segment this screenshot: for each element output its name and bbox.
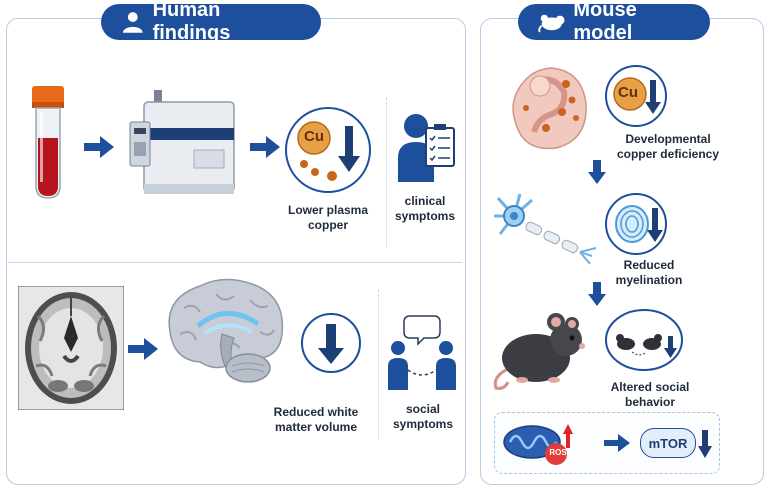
label-line: Altered social (610, 380, 690, 394)
label-line: social (405, 402, 441, 416)
arrow-right-icon (128, 338, 158, 360)
reduced-arrow-icon (301, 313, 361, 373)
arrow-right-icon (250, 136, 280, 158)
reduced-myelination-label: Reduced myelination (604, 258, 694, 288)
myelin-icon (605, 193, 667, 255)
person-icon (122, 12, 143, 33)
mouse-model-header: Mouse model (518, 0, 710, 44)
social-people-icon (388, 315, 456, 390)
label-line: Reduced white (273, 405, 359, 419)
label-line: matter volume (274, 420, 358, 434)
label-line: Developmental (625, 132, 711, 146)
label-line: copper (307, 218, 348, 232)
arrow-down-icon (698, 430, 712, 458)
label-line: behavior (624, 395, 675, 409)
panel-divider (8, 262, 462, 263)
arrow-right-icon (84, 136, 114, 158)
dotted-divider (386, 98, 387, 248)
embryo-icon (512, 67, 587, 150)
mouse-icon (538, 14, 565, 33)
mtor-label: mTOR (648, 435, 688, 451)
social-symptoms-label: social symptoms (384, 402, 462, 432)
copper-deficiency-icon (605, 65, 667, 127)
analyzer-machine-icon (129, 90, 235, 194)
blood-tube-icon (32, 86, 64, 199)
mouse-model-title: Mouse model (573, 0, 637, 44)
mtor-badge: mTOR (640, 428, 696, 458)
lower-plasma-copper-label: Lower plasma copper (270, 203, 386, 233)
social-mice-icon (605, 309, 683, 371)
label-line: symptoms (394, 209, 456, 223)
copper-symbol: Cu (304, 128, 324, 145)
human-findings-header: Human findings (101, 0, 321, 44)
mitochondria-icon (503, 424, 573, 465)
label-line: clinical (404, 194, 446, 208)
ros-label: ROS (549, 448, 567, 457)
copper-symbol: Cu (618, 84, 638, 101)
human-findings-title: Human findings (152, 0, 231, 44)
neuron-icon (494, 193, 597, 265)
dotted-divider (378, 290, 379, 440)
brain-mri-icon (18, 286, 124, 410)
label-line: myelination (615, 273, 683, 287)
altered-social-behavior-label: Altered social behavior (600, 380, 700, 410)
label-line: copper deficiency (616, 147, 720, 161)
reduced-white-matter-label: Reduced white matter volume (256, 405, 376, 435)
clinical-symptoms-label: clinical symptoms (386, 194, 464, 224)
arrow-down-icon (588, 282, 606, 306)
label-line: Lower plasma (287, 203, 369, 217)
clinical-clipboard-icon (398, 114, 455, 182)
arrow-down-icon (588, 160, 606, 184)
brain-icon (168, 278, 284, 383)
label-line: Reduced (623, 258, 675, 272)
low-copper-icon (285, 107, 371, 193)
mouse-illustration (493, 313, 585, 390)
arrow-right-icon (604, 434, 630, 452)
label-line: symptoms (392, 417, 454, 431)
developmental-copper-deficiency-label: Developmental copper deficiency (608, 132, 728, 162)
